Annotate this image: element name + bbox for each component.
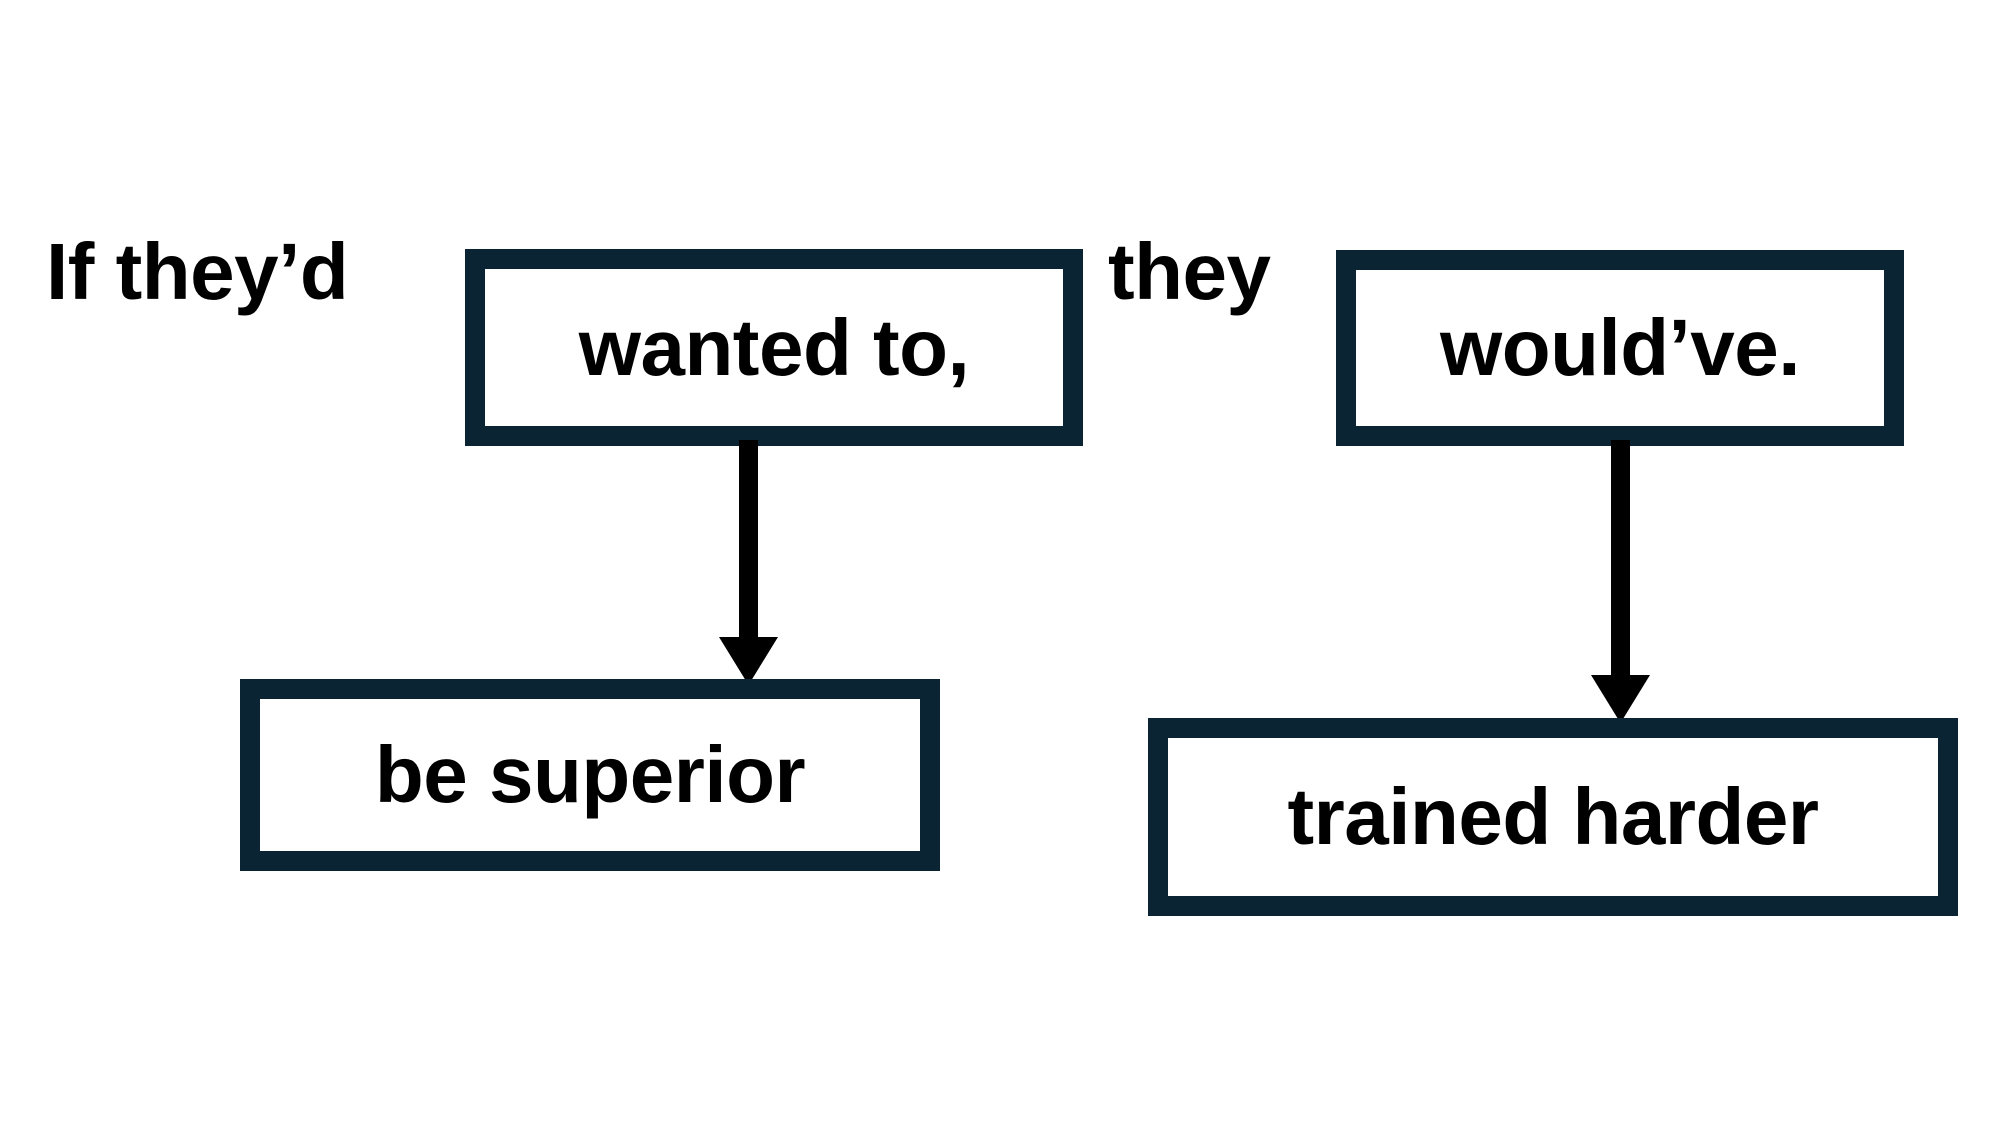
down-arrow-icon-left [719,440,778,685]
node-box-wanted-to[interactable]: wanted to, [465,249,1083,446]
sentence-word-if-theyd: If they’d [46,227,349,316]
node-box-be-superior[interactable]: be superior [240,679,940,871]
node-box-be-superior-label: be superior [374,730,806,819]
node-box-wanted-to-label: wanted to, [578,302,970,392]
node-box-wouldve[interactable]: would’ve. [1336,250,1904,446]
down-arrow-icon-right [1591,440,1650,723]
node-box-trained-harder-label: trained harder [1287,772,1819,861]
sentence-word-they: they [1108,227,1271,316]
node-box-wouldve-label: would’ve. [1440,303,1801,392]
node-box-trained-harder[interactable]: trained harder [1148,718,1958,916]
